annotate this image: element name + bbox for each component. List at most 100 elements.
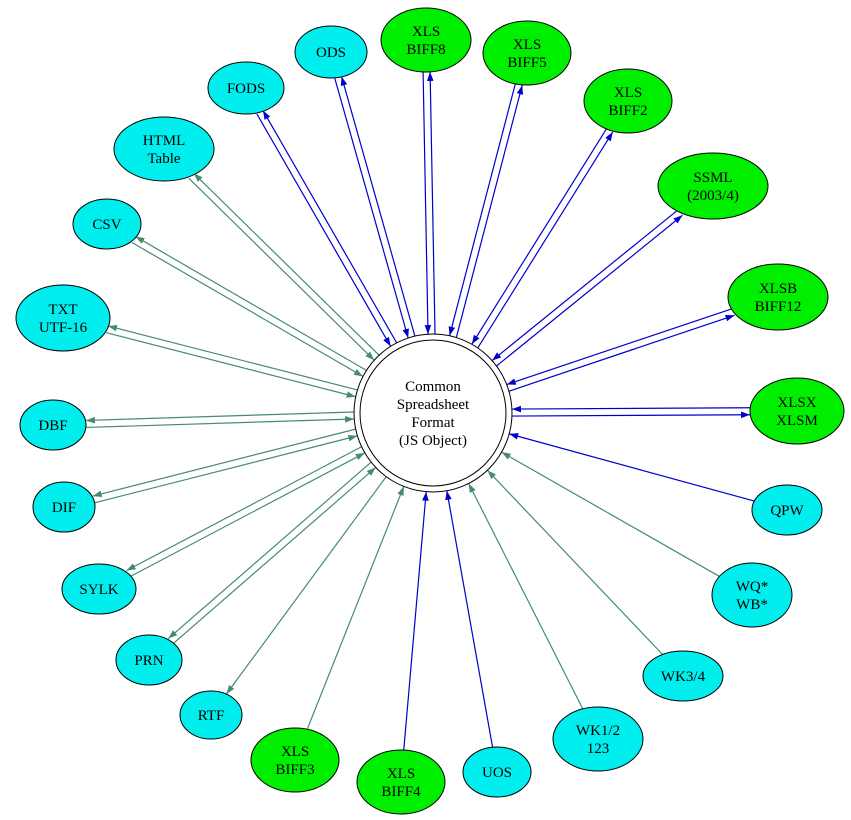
- edge-dif-write: [92, 428, 356, 498]
- edge-ssml-2003-4-read: [491, 209, 679, 361]
- node-ods: ODS: [294, 25, 368, 79]
- node-csv-shape: [72, 198, 142, 250]
- edge-xls-biff3-read: [306, 486, 405, 730]
- edge-html-table-read: [188, 177, 375, 361]
- edge-txt-utf-16-read: [106, 332, 356, 398]
- node-dbf-label: DBF: [38, 418, 67, 434]
- node-sylk: SYLK: [61, 563, 137, 615]
- edge-wk3-4-read: [486, 469, 664, 655]
- edge-prn-write: [167, 461, 372, 639]
- edge-wk1-2-123-read: [468, 483, 584, 710]
- node-fods-label: FODS: [227, 81, 265, 97]
- edge-csv-write: [135, 235, 367, 371]
- node-wq-wb-label: WQ*WB*: [736, 579, 769, 613]
- edge-sylk-read: [129, 452, 366, 578]
- node-dif: DIF: [32, 481, 96, 533]
- edge-dbf-read: [86, 415, 355, 429]
- node-fods: FODS: [207, 61, 285, 115]
- node-prn: PRN: [115, 634, 183, 686]
- edge-txt-utf-16-write: [107, 324, 358, 391]
- node-uos-label: UOS: [482, 765, 512, 781]
- node-xls-biff8-shape: [380, 7, 472, 73]
- edge-sylk-write: [126, 446, 362, 572]
- edges: [85, 71, 755, 751]
- node-fods-shape: [207, 61, 285, 115]
- node-dif-shape: [32, 481, 96, 533]
- node-dbf: DBF: [19, 399, 87, 451]
- node-dif-label: DIF: [52, 500, 76, 516]
- node-uos-shape: [462, 746, 532, 798]
- edge-uos-read: [445, 490, 494, 748]
- edge-xls-biff8-write: [426, 71, 436, 334]
- edge-xls-biff5-read: [448, 83, 516, 336]
- node-xls-biff4-shape: [356, 749, 446, 815]
- edge-csv-read: [131, 241, 364, 377]
- edge-xlsb-biff12-read: [506, 308, 733, 386]
- node-qpw-label: QPW: [770, 503, 804, 519]
- node-wk1-2-123-shape: [552, 706, 644, 772]
- node-wk3-4-shape: [642, 650, 724, 702]
- node-xls-biff2-shape: [583, 68, 673, 134]
- node-xls-biff5-shape: [482, 20, 572, 86]
- edge-xls-biff5-write: [455, 85, 524, 338]
- edge-xlsx-xlsm-write: [512, 411, 751, 419]
- node-sylk-shape: [61, 563, 137, 615]
- node-ods-label: ODS: [316, 45, 346, 61]
- edge-ods-read: [334, 78, 409, 339]
- edge-xls-biff4-read: [403, 491, 429, 751]
- node-prn-label: PRN: [134, 653, 163, 669]
- edge-xls-biff8-read: [422, 72, 432, 335]
- node-ssml-2003-4-shape: [657, 152, 769, 220]
- node-html-table-shape: [113, 116, 215, 182]
- node-ssml-2003-4: SSML(2003/4): [657, 152, 769, 220]
- node-csv-label: CSV: [92, 217, 121, 233]
- node-dbf-shape: [19, 399, 87, 451]
- edge-fods-read: [256, 113, 392, 347]
- node-wq-wb: WQ*WB*: [711, 562, 793, 628]
- edge-xls-biff2-read: [471, 127, 608, 345]
- node-qpw: QPW: [751, 484, 823, 536]
- node-xlsb-biff12-shape: [727, 263, 829, 331]
- node-wk3-4: WK3/4: [642, 650, 724, 702]
- edge-qpw-read: [509, 433, 755, 502]
- node-rtf: RTF: [179, 690, 243, 740]
- edge-xlsb-biff12-write: [508, 314, 735, 392]
- node-rtf-shape: [179, 690, 243, 740]
- edge-ssml-2003-4-write: [496, 214, 683, 367]
- edge-xlsx-xlsm-read: [511, 405, 750, 413]
- node-xlsx-xlsm-shape: [749, 377, 845, 445]
- node-qpw-shape: [751, 484, 823, 536]
- edge-prn-read: [172, 467, 377, 645]
- edge-xls-biff2-write: [477, 131, 614, 349]
- node-uos: UOS: [462, 746, 532, 798]
- node-xls-biff3-shape: [250, 727, 340, 793]
- edge-rtf-write: [225, 476, 387, 695]
- node-ssml-2003-4-label: SSML(2003/4): [687, 170, 739, 204]
- edge-html-table-write: [193, 172, 380, 356]
- node-txt-utf-16-shape: [15, 284, 111, 352]
- edge-ods-write: [340, 76, 416, 337]
